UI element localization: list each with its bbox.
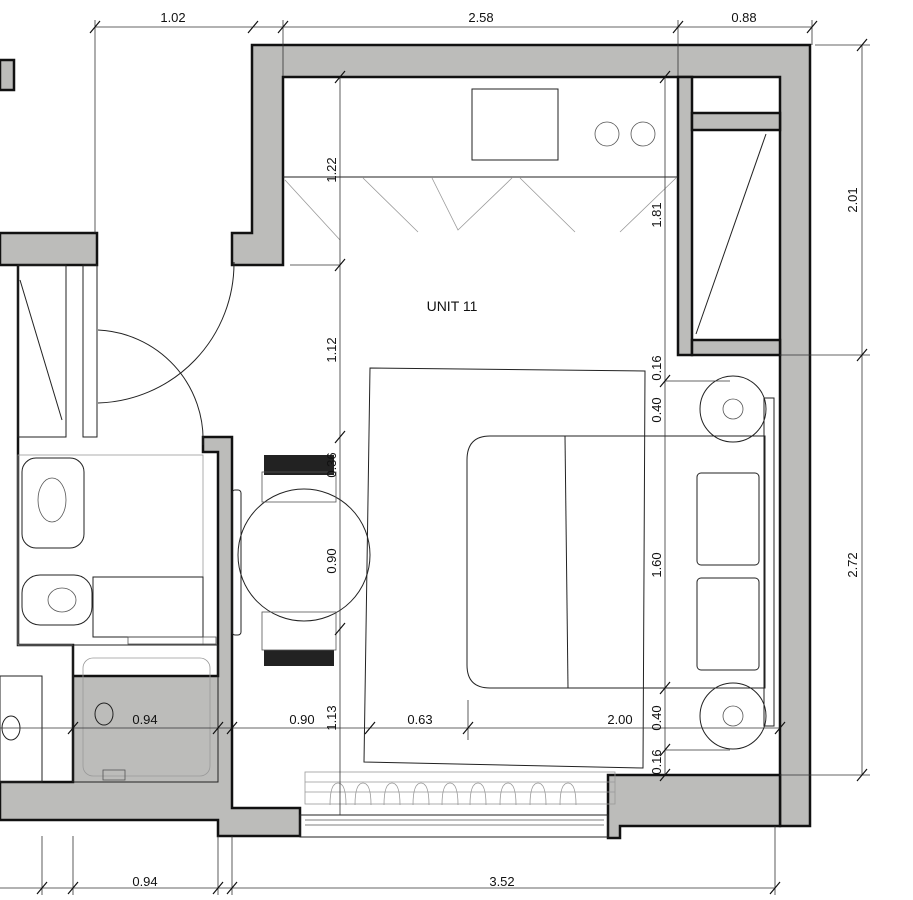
dim-bed-width: 1.60 (649, 552, 664, 577)
entry-door (82, 261, 235, 446)
wardrobe (695, 133, 767, 335)
dim-entry-depth: 1.12 (324, 337, 339, 362)
dim-table: 0.90 (324, 548, 339, 573)
dining-set (231, 455, 371, 666)
dim-nightstand-bottom: 0.40 (649, 705, 664, 730)
dim-bottom-1: 0.94 (132, 874, 157, 889)
left-cupboard (17, 264, 67, 438)
dim-nightstand-top: 0.40 (649, 397, 664, 422)
room-label: UNIT 11 (427, 298, 478, 314)
dim-top-3: 0.88 (731, 10, 756, 25)
radiator (304, 771, 616, 806)
dim-bottom-2: 3.52 (489, 874, 514, 889)
kitchenette (283, 88, 678, 241)
dim-gap-top: 0.16 (649, 355, 664, 380)
bathroom (0, 454, 219, 783)
dim-bottom-clear: 1.13 (324, 705, 339, 730)
dim-top-2: 2.58 (468, 10, 493, 25)
window (299, 814, 609, 838)
dim-right-1: 2.01 (845, 187, 860, 212)
walls (0, 43, 812, 840)
dim-top-1: 1.02 (160, 10, 185, 25)
dim-row-3: 0.63 (407, 712, 432, 727)
dim-row-4: 2.00 (607, 712, 632, 727)
labels: UNIT 11 1.02 2.58 0.88 2.01 2.72 0.94 3.… (132, 10, 860, 889)
dim-gap-bottom: 0.16 (649, 749, 664, 774)
bed-area (363, 367, 775, 769)
dim-chair: 0.36 (324, 452, 339, 477)
dimension-lines (0, 20, 870, 895)
dim-wardrobe-depth: 1.22 (324, 157, 339, 182)
dim-kitchen-wall: 1.81 (649, 202, 664, 227)
dim-right-2: 2.72 (845, 552, 860, 577)
dim-row-1: 0.94 (132, 712, 157, 727)
dim-row-2: 0.90 (289, 712, 314, 727)
